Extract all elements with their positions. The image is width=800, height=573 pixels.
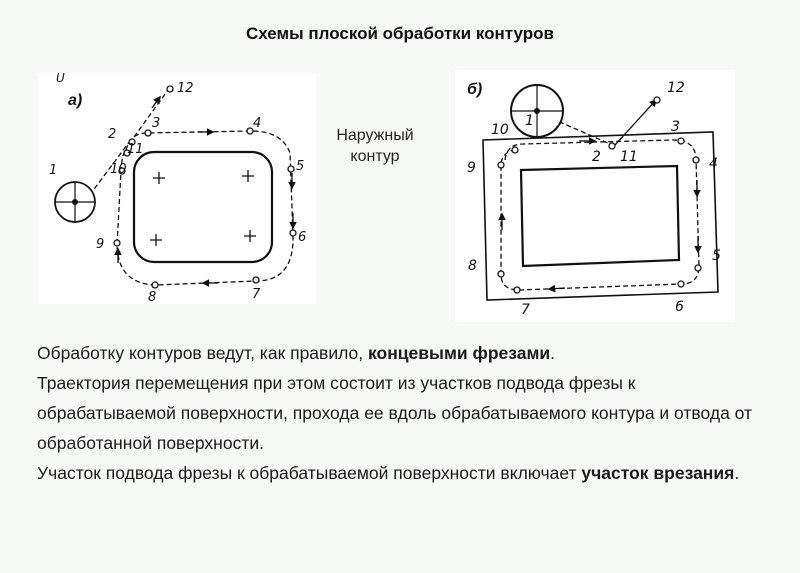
body-text: Обработку контуров ведут, как правило, к… [37, 338, 777, 488]
label-b-2: 2 [592, 149, 601, 165]
label-b-12: 12 [667, 80, 685, 96]
label-a-5: 5 [296, 159, 304, 174]
approach-line [79, 140, 131, 209]
label-a-1: 1 [49, 163, 57, 178]
label-a-4: 4 [253, 116, 261, 131]
label-b-4: 4 [709, 156, 718, 172]
diagram-b: б) [455, 70, 735, 322]
diagram-a-corner-mark: U [56, 73, 65, 85]
part-contour [519, 164, 681, 268]
body-s3-post: . [734, 463, 740, 483]
body-s3: Участок подвода фрезы к обрабатываемой п… [37, 463, 582, 483]
path-points [113, 85, 297, 289]
label-a-9: 9 [96, 237, 104, 252]
label-b-10: 10 [491, 122, 509, 138]
diagram-a-label: а) [68, 92, 82, 109]
diagram-b-svg: б) [467, 80, 721, 318]
label-a-3: 3 [152, 116, 160, 131]
label-a-11: 11 [127, 142, 144, 157]
label-b-1: 1 [525, 113, 534, 129]
body-s1-pre: Обработку контуров ведут, как правило, [37, 343, 368, 363]
cutter-b [510, 84, 564, 138]
label-b-6: 6 [675, 299, 684, 315]
point-labels-b: 1 2 3 4 5 6 7 8 9 10 11 12 [467, 80, 721, 318]
diagram-a-svg: а) U [49, 73, 306, 304]
crosses [150, 170, 256, 246]
workpiece-contour [132, 150, 274, 264]
label-b-11: 11 [620, 149, 638, 165]
diagram-b-label: б) [467, 81, 482, 98]
label-a-10: 10 [110, 162, 127, 177]
exit-line-b [614, 98, 658, 146]
body-s1-bold: концевыми фрезами [367, 343, 551, 363]
label-a-6: 6 [298, 230, 306, 245]
tool-path-b [500, 139, 700, 291]
path-points-b [497, 96, 702, 294]
label-b-8: 8 [468, 258, 477, 274]
arrow-b-bottom [547, 284, 566, 293]
label-a-12: 12 [177, 81, 194, 96]
body-s3-bold: участок врезания [581, 463, 735, 483]
caption-line-1: Наружный [336, 127, 414, 144]
outer-contour-caption: Наружный контур [320, 125, 430, 167]
label-a-2: 2 [108, 127, 116, 142]
page-title: Схемы плоской обработки контуров [246, 24, 554, 43]
label-b-7: 7 [521, 302, 530, 318]
blank-outline [482, 131, 719, 301]
arrow-exit [151, 95, 161, 109]
point-labels-a: 1 2 3 4 5 6 7 8 9 10 11 12 [49, 81, 306, 304]
exit-line [133, 89, 169, 138]
body-s1-post: . [550, 343, 556, 363]
approach-line-b [536, 111, 611, 145]
cutter-a [54, 181, 96, 223]
label-a-7: 7 [252, 287, 261, 302]
label-b-5: 5 [712, 248, 721, 264]
label-b-3: 3 [671, 119, 680, 135]
body-s2: Траектория перемещения при этом состоит … [37, 373, 753, 453]
label-a-8: 8 [148, 290, 156, 304]
label-b-9: 9 [467, 160, 476, 176]
caption-line-2: контур [350, 148, 400, 165]
diagram-a: а) U [38, 73, 316, 304]
